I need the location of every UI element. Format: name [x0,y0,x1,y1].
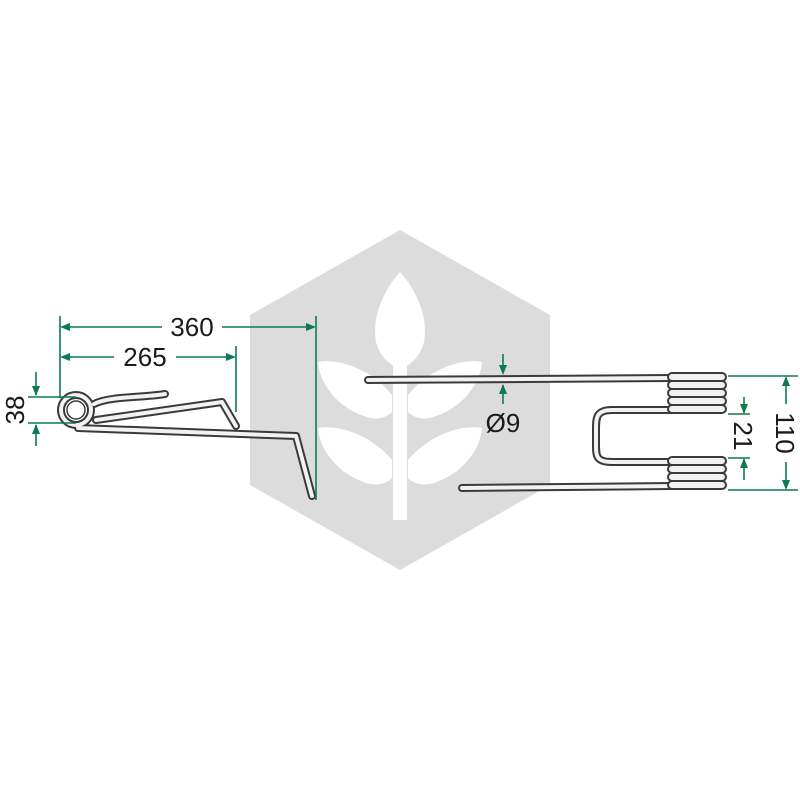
top-view-tine [364,374,676,492]
dimension-21: 21 [728,397,758,480]
dimension-21-label: 21 [728,422,758,451]
watermark-logo [250,230,550,570]
dimension-110: 110 [728,375,800,491]
dimension-38-label: 38 [0,396,30,425]
dimension-38: 38 [0,372,76,446]
side-view-tine [57,390,316,500]
dimension-360-label: 360 [170,312,213,342]
upper-coil [667,372,727,414]
dimension-110-label: 110 [770,412,800,453]
dimension-265-label: 265 [123,342,166,372]
watermark-wheat-icon [318,272,482,520]
lower-coil [667,456,727,490]
dimension-wire-diameter: Ø9 [486,354,521,438]
dimension-265: 265 [60,342,237,412]
dimension-360: 360 [59,312,317,500]
dimension-wire-diameter-label: Ø9 [486,408,521,438]
